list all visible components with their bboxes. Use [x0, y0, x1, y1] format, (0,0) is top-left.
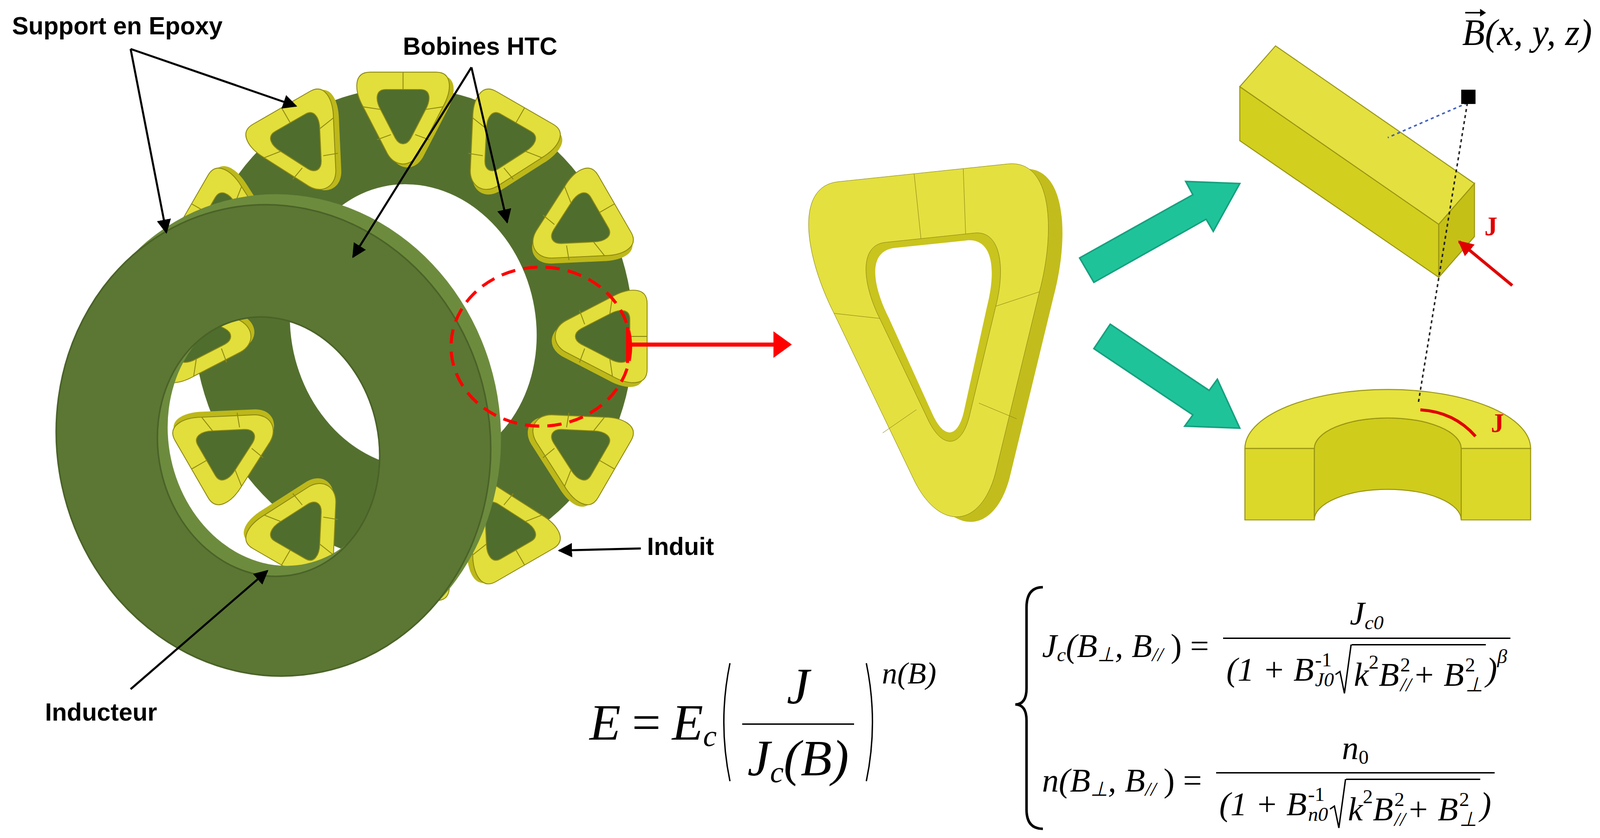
math-symbol: ) [1480, 787, 1492, 822]
subscript: // [1152, 644, 1164, 665]
coordinates: (x, y, z) [1484, 13, 1593, 52]
callout-label: Inducteur [45, 698, 157, 727]
parenthesis-content: JJc(B) [731, 660, 865, 784]
math-symbol: J [786, 660, 810, 713]
denominator: (1 + B-1n0k2B2//+ B2⊥) [1216, 773, 1495, 830]
superscript: 2 [1394, 789, 1406, 810]
math-operator: ) = [1163, 764, 1203, 798]
script-stack: 2⊥ [1465, 654, 1484, 695]
radicand: k2B2//+ B2⊥ [1351, 644, 1486, 696]
current-density-label: J [1490, 410, 1504, 437]
math-symbol: (B) [783, 732, 849, 784]
callout-label: Induit [647, 532, 714, 562]
left-parenthesis [716, 660, 732, 784]
math-operator: = [631, 697, 661, 749]
fraction-bar [1216, 772, 1495, 774]
numerator: Jc0 [1346, 596, 1387, 638]
math-symbol: , B [1107, 764, 1146, 798]
superscript: 2 [1368, 652, 1380, 673]
subscript: 0 [1358, 747, 1369, 768]
subscript: c [1056, 644, 1066, 665]
math-symbol: ) [1485, 653, 1497, 687]
math-symbol: J [1042, 629, 1057, 663]
math-symbol: J [747, 732, 771, 784]
subscript: ⊥ [1459, 809, 1477, 830]
subscript: c [703, 720, 717, 752]
math-symbol: J [1349, 596, 1365, 631]
math-symbol: (1 + B [1226, 653, 1315, 687]
superscript: 2 [1362, 786, 1374, 807]
superscript: -1 [1314, 649, 1335, 670]
callout-label: Support en Epoxy [12, 12, 223, 41]
radical-sign [1334, 644, 1352, 696]
subscript: c0 [1364, 612, 1384, 633]
subscript: n0 [1308, 804, 1328, 825]
math-symbol: E [672, 697, 704, 749]
math-symbol: + B [1406, 792, 1459, 827]
exponent: n(B) [881, 658, 937, 689]
fraction-bar [1223, 637, 1511, 640]
square-root: k2B2//+ B2⊥ [1334, 644, 1486, 696]
power-law-formula: E=EcJJc(B)n(B) [589, 660, 937, 784]
subscript: ⊥ [1465, 674, 1484, 695]
subscript: c [770, 757, 784, 788]
script-stack: 2// [1400, 654, 1412, 695]
current-density-label: J [1484, 213, 1498, 240]
math-symbol: B [1373, 792, 1394, 827]
superscript: β [1496, 646, 1508, 667]
field-point-label: B(x, y, z) [1462, 13, 1593, 52]
fraction: Jc0(1 + B-1J0k2B2//+ B2⊥)β [1223, 596, 1511, 696]
parenthesized: JJc(B) [716, 660, 880, 784]
square-root: k2B2//+ B2⊥ [1329, 778, 1481, 830]
radicand: k2B2//+ B2⊥ [1346, 778, 1481, 830]
math-symbol: E [589, 697, 621, 749]
n-value-formula: n(B⊥, B//) =n0(1 + B-1n0k2B2//+ B2⊥) [1042, 731, 1502, 830]
script-stack: 2⊥ [1459, 789, 1477, 830]
callout-label: Bobines HTC [402, 32, 558, 61]
math-symbol: + B [1412, 658, 1464, 692]
radical-sign [1329, 778, 1347, 830]
critical-current-formula: Jc(B⊥, B//) =Jc0(1 + B-1J0k2B2//+ B2⊥)β [1042, 596, 1518, 696]
right-parenthesis [864, 660, 880, 784]
script-stack: -1n0 [1308, 784, 1328, 825]
math-symbol: k [1353, 658, 1369, 692]
math-operator: ) = [1170, 629, 1210, 663]
script-stack: 2// [1394, 789, 1406, 830]
math-symbol: , B [1114, 629, 1153, 663]
math-symbol: k [1347, 792, 1363, 827]
superscript: -1 [1308, 784, 1328, 805]
math-symbol: (1 + B [1219, 787, 1308, 822]
superscript: 2 [1465, 654, 1484, 675]
math-symbol: n [1341, 731, 1359, 765]
math-symbol: (B [1065, 629, 1098, 663]
script-stack: -1J0 [1314, 649, 1335, 690]
subscript: // [1400, 674, 1412, 695]
superscript: 2 [1400, 654, 1412, 675]
subscript: // [1394, 809, 1406, 830]
math-symbol: B [1378, 658, 1400, 692]
denominator: (1 + B-1J0k2B2//+ B2⊥)β [1223, 639, 1511, 696]
superscript: 2 [1459, 789, 1477, 810]
denominator: Jc(B) [742, 725, 855, 785]
fraction-bar [742, 723, 855, 726]
fraction: n0(1 + B-1n0k2B2//+ B2⊥) [1216, 731, 1495, 830]
subscript: J0 [1314, 669, 1335, 690]
numerator: J [781, 660, 815, 724]
numerator: n0 [1338, 731, 1373, 773]
math-symbol: n(B [1042, 764, 1091, 798]
subscript: ⊥ [1090, 779, 1108, 800]
fraction: JJc(B) [742, 660, 855, 784]
vector-symbol: B [1462, 13, 1485, 52]
subscript: // [1145, 779, 1157, 800]
subscript: ⊥ [1097, 644, 1115, 665]
